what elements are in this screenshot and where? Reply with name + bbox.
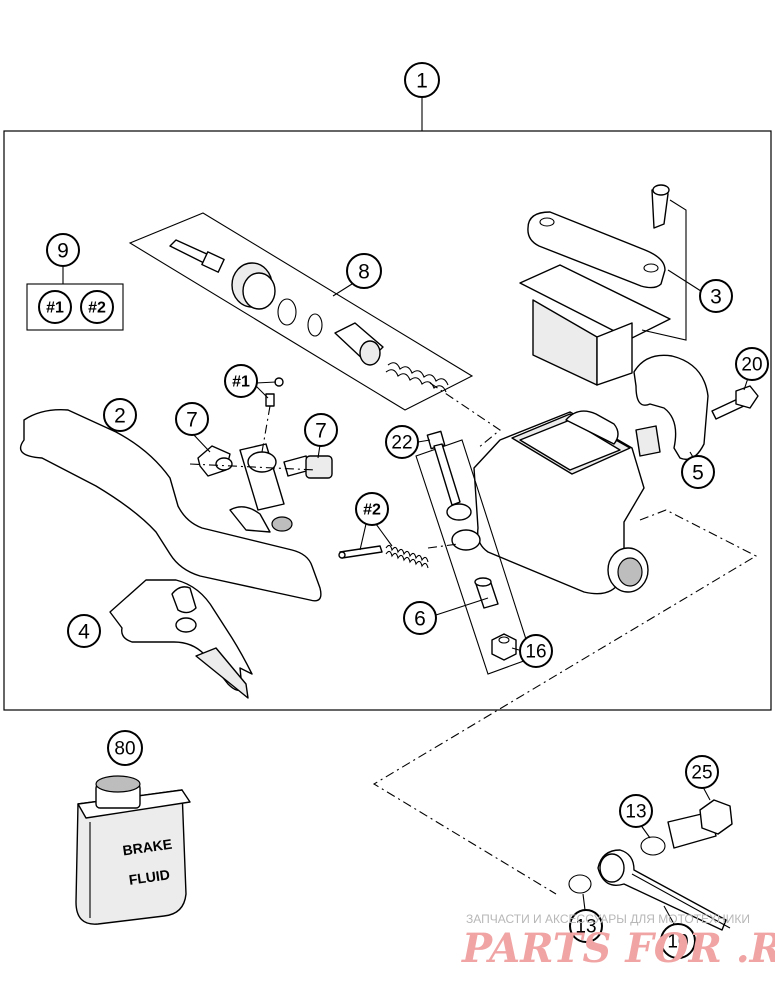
svg-text:20: 20 [741,355,762,376]
callout-h2-leader-a [359,523,367,551]
callout-13b-leader [582,893,586,911]
svg-text:6: 6 [414,608,426,631]
kit-8-outline [128,212,474,411]
callout-h1-kit: #1 [38,290,72,324]
svg-text:8: 8 [358,261,370,284]
svg-text:2: 2 [114,405,126,428]
svg-text:5: 5 [692,462,704,485]
brake-fluid-bottle [75,775,191,925]
callout-8: 8 [346,253,382,289]
bottle-label-line2: FLUID [128,866,171,888]
svg-text:7: 7 [186,409,198,432]
callout-3-leader-b [667,269,705,294]
svg-text:#1: #1 [232,374,250,391]
callout-22: 22 [385,425,419,459]
bottle-label-line1: BRAKE [122,836,174,859]
svg-text:4: 4 [78,621,90,644]
callout-7a: 7 [175,402,209,436]
callout-1: 1 [404,62,440,98]
callout-25: 25 [685,755,719,789]
h1-dash [261,405,271,453]
svg-text:22: 22 [391,433,412,454]
svg-text:#2: #2 [88,300,106,317]
callout-3-leader [641,199,687,341]
handlebar-clamp [633,354,709,461]
callout-16: 16 [519,634,553,668]
callout-10: 10 [660,923,696,959]
svg-text:#2: #2 [363,502,381,519]
brake-hose-10 [597,849,731,931]
callout-h2-part: #2 [355,492,389,526]
callout-7a-leader [192,433,211,453]
callout-6: 6 [403,601,437,635]
callout-h2-kit: #2 [80,290,114,324]
watermark-tagline: ЗАПЧАСТИ И АКСЕССУАРЫ ДЛЯ МОТОТЕХНИКИ [466,912,750,926]
svg-text:1: 1 [416,70,428,93]
adjuster-axis [189,463,317,471]
callout-22-leader [417,439,431,443]
svg-text:3: 3 [710,286,722,309]
callout-2: 2 [103,398,137,432]
svg-text:7: 7 [315,420,327,443]
callout-13b: 13 [569,909,603,943]
callout-13a: 13 [619,794,653,828]
callout-4: 4 [67,614,101,648]
svg-text:13: 13 [575,917,596,938]
callout-7b-leader [317,444,321,459]
h2-dash [427,543,459,549]
callout-6-leader [435,597,489,616]
svg-text:9: 9 [57,240,69,263]
callout-9: 9 [46,233,80,267]
hose-link-dash [372,509,758,895]
body-to-kit-dash [429,382,501,449]
callout-3: 3 [699,279,733,313]
callout-8-leader [332,283,353,297]
adjuster-knob [197,445,233,477]
lever-guard [109,579,253,699]
svg-text:16: 16 [525,642,546,663]
callout-7b: 7 [304,413,338,447]
screw-20 [711,385,759,420]
nut-16 [491,633,517,661]
svg-text:80: 80 [114,739,135,760]
svg-text:13: 13 [625,802,646,823]
svg-text:25: 25 [691,763,712,784]
washer-13-bottom [568,874,592,894]
reservoir-cover [519,184,671,386]
callout-h1-part: #1 [224,364,258,398]
washer-13-top [640,836,666,856]
master-cylinder-body [446,410,649,595]
callout-16-leader [511,647,520,651]
kit-9-box [26,283,124,331]
callout-25-leader [702,786,711,801]
callout-h1-leader-a [255,381,277,384]
callout-h2-leader-b [375,523,393,547]
watermark-logo: PARTS FOR .RU [461,925,775,972]
callout-20: 20 [735,347,769,381]
brake-lever [19,409,322,602]
banjo-bolt-25 [667,799,733,849]
callout-5: 5 [681,455,715,489]
pivot-bolt-22 [426,430,461,506]
part-h2-pin-and-spring [338,544,429,569]
callout-h1-leader-b [255,385,269,399]
adjuster-screw [283,455,333,479]
svg-text:10: 10 [667,932,688,953]
callout-10-leader [663,905,675,925]
assembly-frame [3,130,772,711]
callout-80: 80 [107,730,143,766]
part-h1-ball-and-screw [265,377,284,407]
bushing-6 [474,577,499,609]
svg-text:#1: #1 [46,300,64,317]
piston-kit [169,239,449,393]
